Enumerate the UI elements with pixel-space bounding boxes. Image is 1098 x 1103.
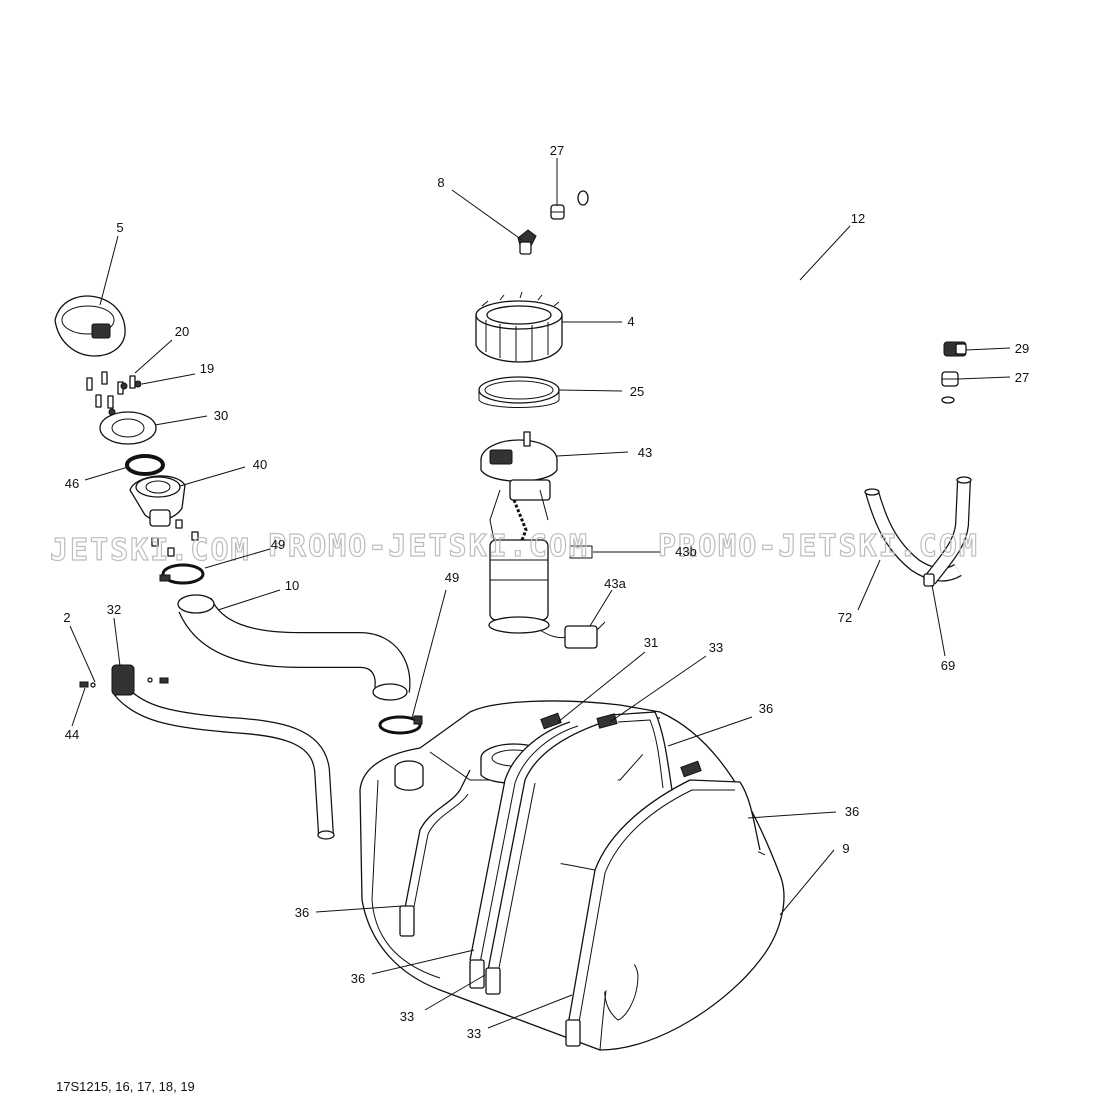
callout-10: 10	[285, 578, 299, 593]
callout-8: 8	[437, 175, 444, 190]
callout-33-top: 33	[709, 640, 723, 655]
callout-31: 31	[644, 635, 658, 650]
screw-small	[147, 677, 169, 684]
callout-19: 19	[200, 361, 214, 376]
callout-33-left: 33	[400, 1009, 414, 1024]
callout-43: 43	[638, 445, 652, 460]
callout-9: 9	[842, 841, 849, 856]
hose-69	[923, 476, 972, 587]
leader-lines	[69, 158, 1011, 1029]
callout-49-bottom: 49	[445, 570, 459, 585]
clamp-49-top	[159, 563, 205, 585]
vent-hose-12	[577, 172, 955, 496]
callout-36-right: 36	[845, 804, 859, 819]
watermark-2: PROMO-JETSKI.COM	[268, 529, 589, 564]
clamp-27-right	[941, 371, 959, 387]
callout-2: 2	[63, 610, 70, 625]
connector-29	[943, 341, 967, 357]
callout-36-left: 36	[295, 905, 309, 920]
callout-72: 72	[838, 610, 852, 625]
fitting-8	[517, 229, 537, 255]
callout-4: 4	[627, 314, 634, 329]
callout-27-right: 27	[1015, 370, 1029, 385]
sensor-43a	[539, 621, 606, 649]
screws-20	[86, 371, 136, 409]
watermark-3: PROMO-JETSKI.COM	[658, 529, 979, 564]
filler-neck-40	[129, 475, 186, 527]
seal-25	[478, 376, 560, 408]
hose-72	[864, 488, 962, 582]
filler-hose-10	[177, 594, 411, 701]
breather-32	[111, 664, 335, 840]
callout-46: 46	[65, 476, 79, 491]
watermark-1: JETSKI.COM	[50, 533, 251, 568]
callout-36-top: 36	[759, 701, 773, 716]
straps-36	[399, 711, 761, 1047]
callout-5: 5	[116, 220, 123, 235]
filler-cap-5	[54, 295, 126, 357]
clamp-27-top	[550, 204, 565, 220]
callout-43a: 43a	[604, 576, 626, 591]
callout-25: 25	[630, 384, 644, 399]
callout-29: 29	[1015, 341, 1029, 356]
washers-19	[108, 380, 142, 416]
callout-33-bottom: 33	[467, 1026, 481, 1041]
callout-labels: 27 8 12 5 4 20 29 19 27 25 30 43 40 46 4…	[63, 143, 1029, 1041]
watermark: JETSKI.COM PROMO-JETSKI.COM PROMO-JETSKI…	[49, 528, 979, 568]
callout-36-bottom: 36	[351, 971, 365, 986]
diagram-reference: 17S1215, 16, 17, 18, 19	[56, 1079, 195, 1094]
small-bolts	[151, 519, 199, 557]
callout-32: 32	[107, 602, 121, 617]
o-ring-46	[125, 454, 165, 476]
clamp-49-bottom	[378, 715, 423, 735]
callout-40: 40	[253, 457, 267, 472]
callout-12: 12	[851, 211, 865, 226]
callout-43b: 43b	[675, 544, 697, 559]
callout-69: 69	[941, 658, 955, 673]
fuel-pump-43	[480, 431, 558, 634]
callout-27-top: 27	[550, 143, 564, 158]
callout-20: 20	[175, 324, 189, 339]
callout-49-top: 49	[271, 537, 285, 552]
gasket-30	[99, 411, 157, 445]
lock-ring-4	[475, 291, 563, 363]
callout-30: 30	[214, 408, 228, 423]
part-43b	[569, 545, 593, 559]
callout-44: 44	[65, 727, 79, 742]
screw-44	[79, 681, 96, 688]
